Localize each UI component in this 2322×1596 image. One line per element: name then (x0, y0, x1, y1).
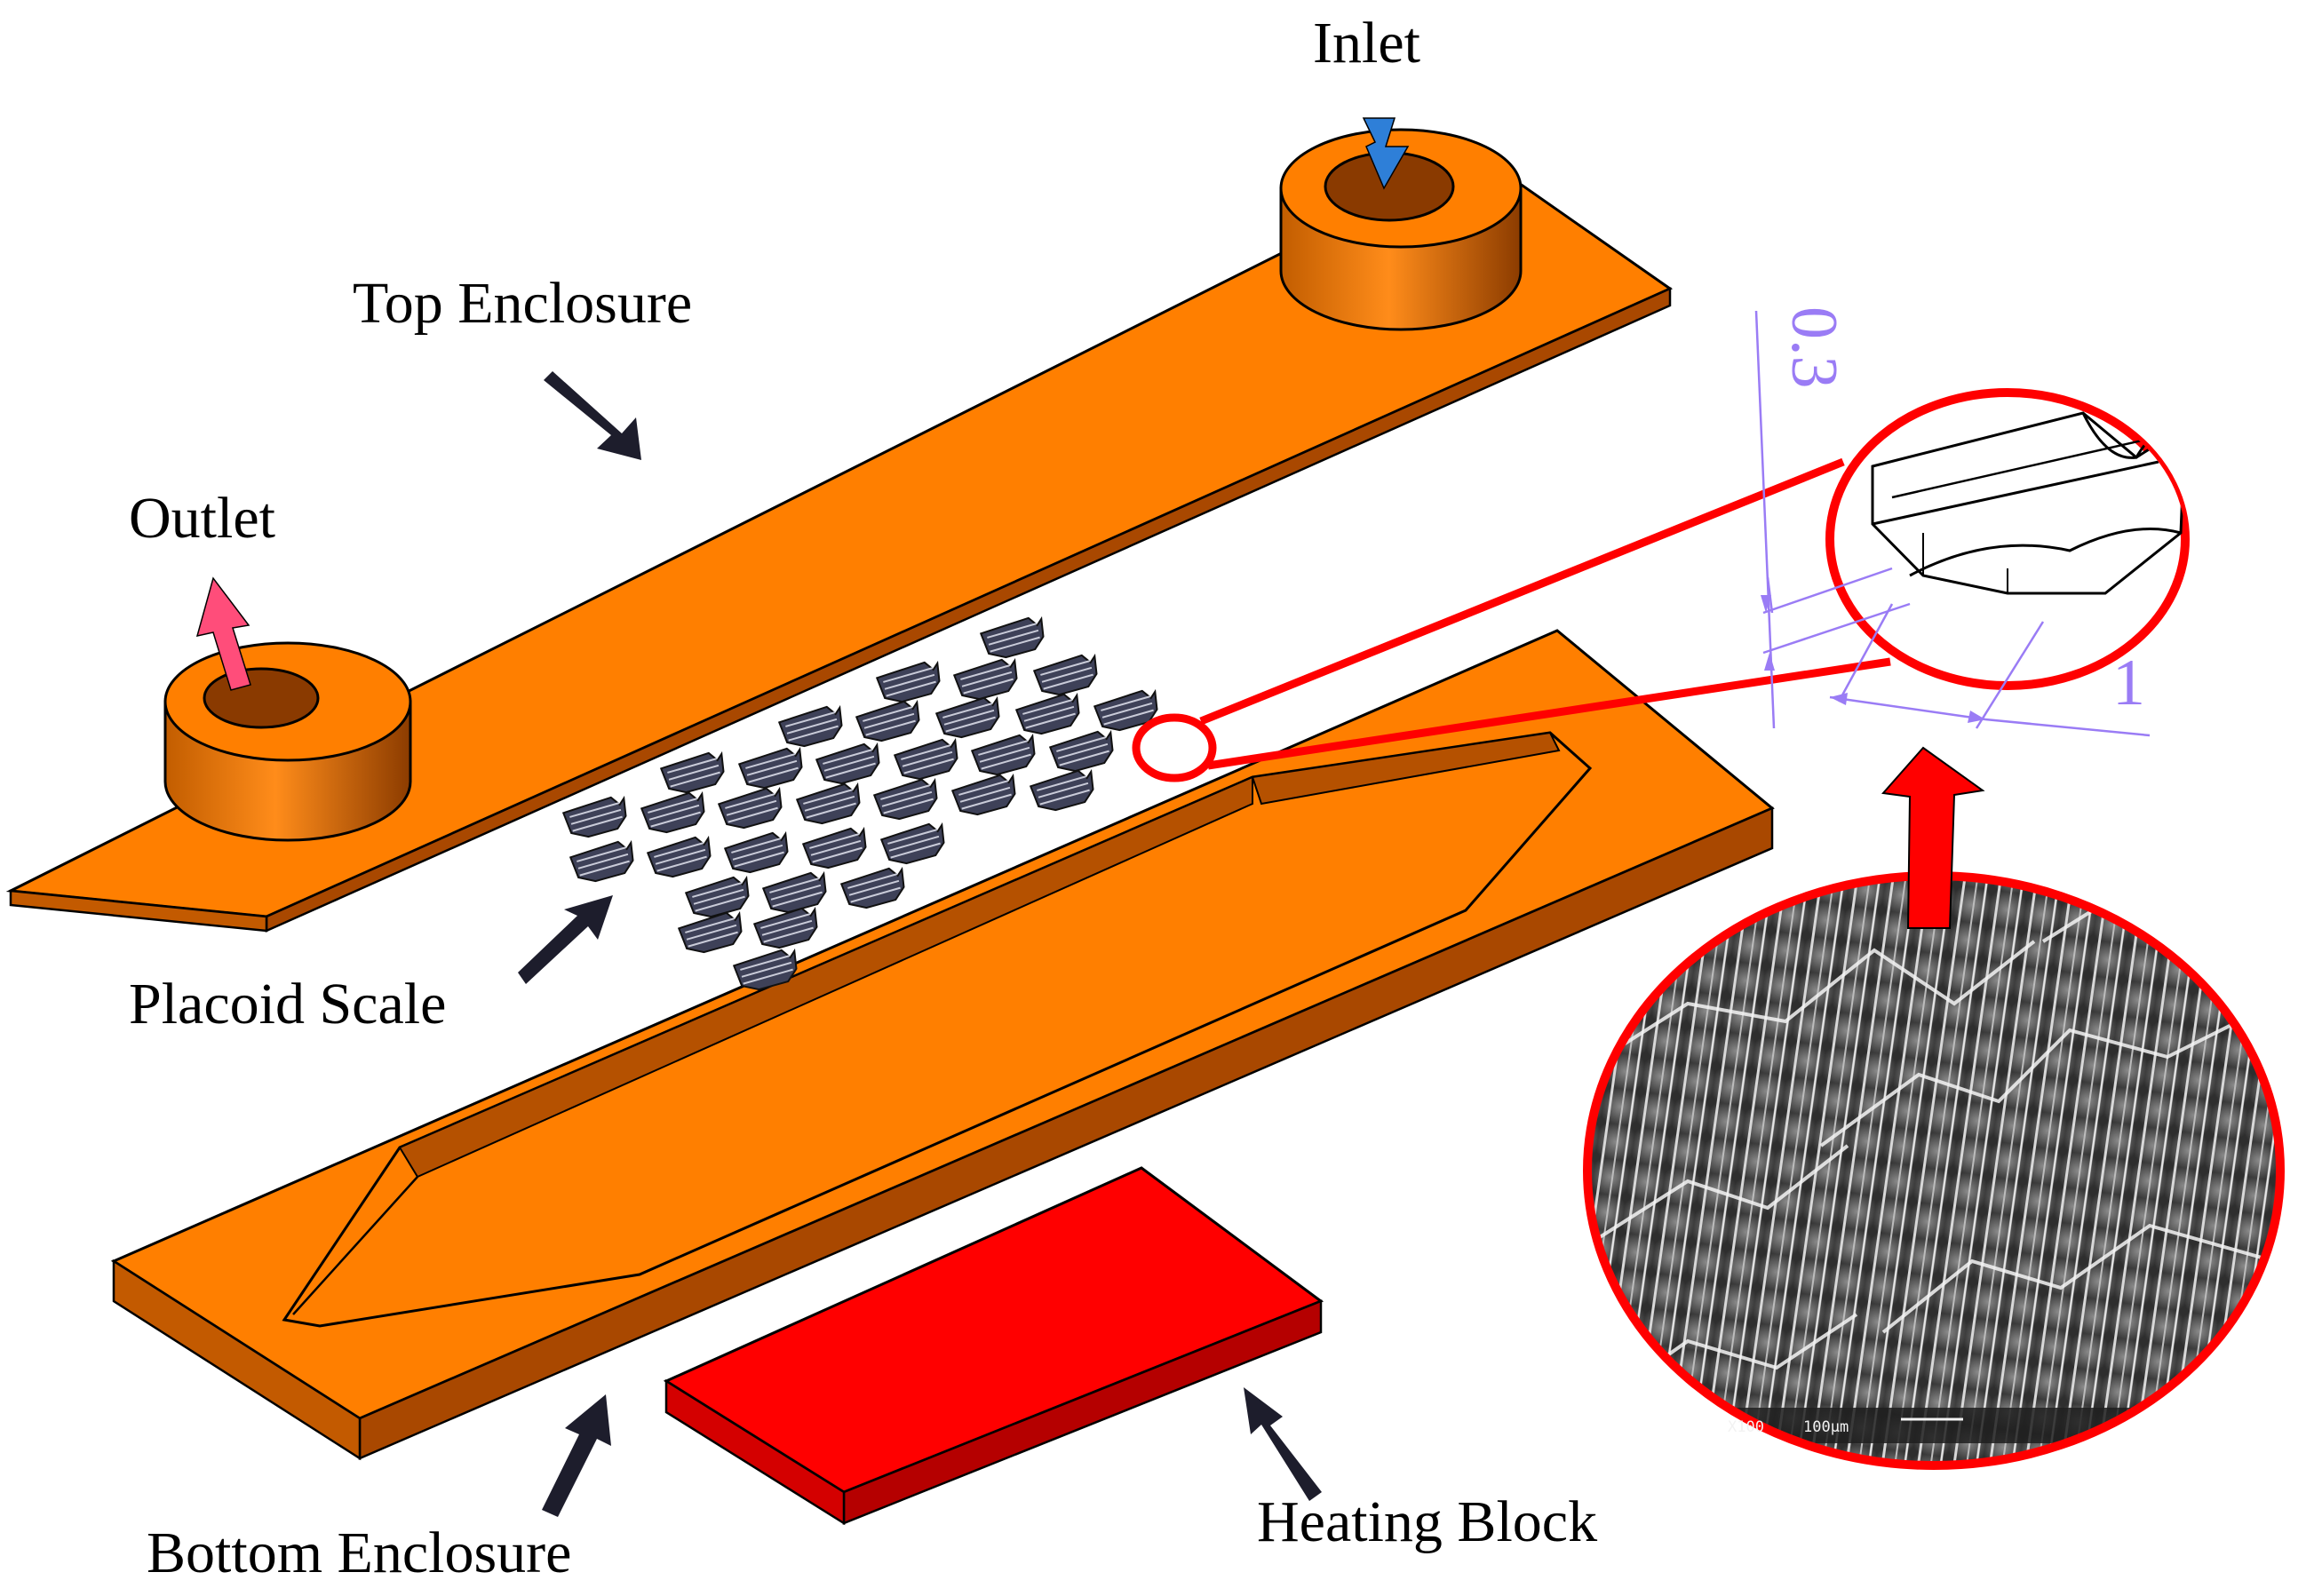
outlet-boss (163, 641, 412, 842)
label-outlet: Outlet (129, 486, 275, 551)
bottom-enclosure-pointer (542, 1394, 611, 1517)
dimension-height-label: 0.3 (1777, 306, 1850, 389)
placoid-scale (801, 826, 867, 869)
placoid-scale (950, 773, 1016, 816)
label-top-enclosure: Top Enclosure (353, 271, 692, 336)
placoid-scale (752, 906, 818, 949)
placoid-scale (934, 695, 1000, 739)
placoid-scale (569, 839, 634, 883)
placoid-scale (659, 750, 725, 794)
placoid-scale (872, 777, 938, 821)
dimension-width-label: 1 (2112, 647, 2145, 719)
callout-circle-small (1132, 713, 1217, 782)
placoid-scale (815, 742, 880, 785)
placoid-scale (979, 615, 1045, 659)
placoid-scale (732, 948, 798, 991)
placoid-scale (1014, 692, 1080, 735)
placoid-scale (777, 704, 843, 748)
zoom-callout (1132, 388, 2190, 782)
placoid-scale (875, 660, 941, 703)
label-bottom-enclosure: Bottom Enclosure (147, 1521, 571, 1585)
placoid-scale (561, 795, 627, 838)
placoid-scale (795, 782, 861, 825)
heating-block (663, 1166, 1324, 1526)
label-placoid-scale: Placoid Scale (129, 972, 446, 1036)
heating-block-pointer (1244, 1387, 1322, 1501)
placoid-scale (646, 835, 712, 878)
placoid-scale (717, 786, 783, 830)
placoid-scale (684, 875, 750, 918)
placoid-scale (1048, 729, 1114, 773)
top-enclosure (5, 128, 1674, 933)
placoid-scale-array (561, 615, 1158, 991)
sem-micrograph: X100 100µm (1583, 871, 2285, 1470)
placoid-scale (1032, 653, 1098, 696)
placoid-scale (1029, 768, 1094, 812)
placoid-scale (855, 699, 920, 742)
sem-magnification: X100 (1728, 1418, 1764, 1436)
inlet-boss (1279, 128, 1523, 331)
placoid-scale (952, 657, 1018, 701)
placoid-scale (737, 746, 803, 790)
label-heating-block: Heating Block (1257, 1489, 1597, 1554)
placoid-scale (1093, 688, 1158, 732)
top-enclosure-pointer (544, 371, 641, 460)
outlet-arrow (195, 576, 251, 691)
placoid-scale (677, 910, 743, 954)
bottom-enclosure (110, 629, 1775, 1461)
sem-scale-bar-label: 100µm (1803, 1418, 1849, 1436)
label-inlet: Inlet (1313, 11, 1420, 75)
dimension-annotations (1754, 310, 2151, 737)
sem-to-zoom-arrow (1881, 746, 1985, 929)
placoid-scale-pointer (518, 895, 613, 984)
placoid-scale (970, 733, 1036, 776)
placoid-scale (640, 790, 705, 834)
placoid-scale (839, 866, 905, 909)
placoid-scale (723, 830, 789, 874)
placoid-scale (761, 870, 827, 914)
zoomed-scale-model (1871, 411, 2185, 595)
placoid-scale (879, 822, 945, 865)
placoid-scale (893, 737, 958, 781)
inlet-arrow (1362, 117, 1410, 190)
